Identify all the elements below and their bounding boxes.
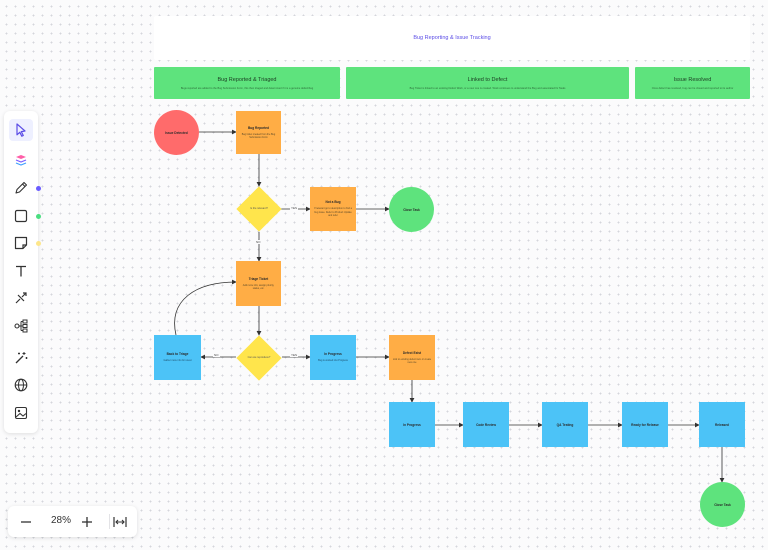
node-desc: Bug is worked into Progress	[318, 359, 348, 363]
magic-tool[interactable]	[9, 347, 33, 369]
decision-can-reproduce[interactable]: Can we reproduce?	[236, 335, 282, 381]
lane-desc: Bugs reported are added to the Bug Submi…	[180, 87, 314, 90]
node-title: Defect Exist	[402, 350, 422, 355]
node-desc: Link to existing defect item or create n…	[392, 357, 432, 364]
node-title: Back to Triage	[166, 352, 189, 357]
edge-label-no: NO	[255, 240, 262, 244]
node-code-review[interactable]: Code Review	[463, 402, 509, 447]
node-title: Close Task	[403, 207, 420, 212]
edge-back-to-triage	[174, 279, 237, 336]
node-title: Close Task	[714, 502, 731, 507]
zoom-in-button[interactable]	[78, 513, 96, 531]
pen-color-dot[interactable]	[36, 186, 41, 191]
ai-create-icon	[15, 155, 27, 166]
decision-text: Is the relevant?	[250, 207, 268, 211]
lane-desc: Bug Ticket is linked to an existing Defe…	[409, 87, 566, 90]
decision-is-relevant[interactable]: Is the relevant?	[236, 186, 282, 232]
zoom-level: 28%	[51, 515, 72, 526]
lane-desc: Once defect has resolved, bug can be clo…	[651, 87, 734, 90]
image-tool[interactable]	[9, 402, 33, 424]
plus-icon	[82, 517, 92, 527]
text-tool[interactable]	[9, 260, 33, 282]
zoom-out-button[interactable]	[17, 513, 35, 531]
edge-label-no: NO	[213, 353, 220, 357]
lane-bug-reported[interactable]: Bug Reported & Triaged Bugs reported are…	[154, 67, 340, 99]
shape-tool[interactable]	[9, 205, 33, 227]
sticky-note-icon	[14, 236, 28, 250]
left-toolbar	[4, 111, 38, 433]
image-icon	[14, 406, 28, 420]
pen-tool[interactable]	[9, 177, 33, 199]
text-icon	[16, 265, 26, 277]
node-bug-reported[interactable]: Bug Reported Bug ticket created from the…	[236, 111, 281, 154]
node-close-task-1[interactable]: Close Task	[389, 187, 434, 232]
board-title-banner[interactable]: Bug Reporting & Issue Tracking	[154, 16, 750, 60]
node-ready-for-release[interactable]: Ready for Release	[622, 402, 668, 447]
node-title: Bug Reported	[247, 125, 270, 130]
mindmap-icon	[14, 319, 28, 333]
node-released[interactable]: Released	[699, 402, 745, 447]
node-desc: Add more info, assign priority, status, …	[242, 283, 275, 290]
node-desc: If relevant go to description to find a …	[314, 207, 352, 218]
magic-icon	[15, 352, 28, 364]
node-in-progress-1[interactable]: In Progress Bug is worked into Progress	[310, 335, 356, 380]
node-title: In Progress	[403, 422, 421, 427]
node-issue-detected[interactable]: Issue Detected	[154, 110, 199, 155]
node-close-task-2[interactable]: Close Task	[700, 482, 745, 527]
shape-icon	[14, 209, 28, 223]
node-title: QA Testing	[556, 422, 574, 427]
zoom-divider	[109, 514, 110, 529]
web-embed-tool[interactable]	[9, 374, 33, 396]
select-tool[interactable]	[9, 119, 33, 141]
node-not-a-bug[interactable]: Not a Bug If relevant go to description …	[310, 187, 356, 231]
node-in-progress-2[interactable]: In Progress	[389, 402, 435, 447]
node-title: In Progress	[324, 352, 342, 357]
node-triage-ticket[interactable]: Triage Ticket Add more info, assign prio…	[236, 261, 281, 306]
globe-icon	[14, 378, 28, 392]
mindmap-tool[interactable]	[9, 315, 33, 337]
node-title: Not a Bug	[325, 200, 341, 205]
node-title: Triage Ticket	[248, 276, 269, 281]
node-defect-exist[interactable]: Defect Exist Link to existing defect ite…	[389, 335, 435, 380]
edge-label-yes: YES	[290, 353, 299, 357]
node-title: Issue Detected	[165, 130, 188, 135]
node-title: Code Review	[476, 422, 496, 427]
node-qa-testing[interactable]: QA Testing	[542, 402, 588, 447]
pen-icon	[15, 181, 28, 194]
fit-width-button[interactable]	[111, 513, 129, 531]
lane-title: Bug Reported & Triaged	[217, 77, 277, 83]
edge-label-yes: YES	[290, 206, 299, 210]
lane-title: Issue Resolved	[673, 77, 712, 83]
node-desc: Bug ticket created from the Bug Submissi…	[241, 132, 276, 139]
sticky-note-tool[interactable]	[9, 232, 33, 254]
node-desc: Gather more info for retest	[163, 359, 192, 363]
fit-width-icon	[113, 517, 127, 527]
minus-icon	[21, 521, 31, 523]
node-back-to-triage[interactable]: Back to Triage Gather more info for rete…	[154, 335, 201, 380]
sticky-color-dot[interactable]	[36, 241, 41, 246]
lane-linked-defect[interactable]: Linked to Defect Bug Ticket is linked to…	[346, 67, 629, 99]
select-icon	[16, 123, 26, 137]
ai-create-tool[interactable]	[9, 150, 33, 172]
zoom-controls: 28%	[8, 506, 137, 537]
lane-title: Linked to Defect	[467, 77, 508, 83]
node-title: Released	[715, 422, 729, 427]
shape-color-dot[interactable]	[36, 214, 41, 219]
board-title: Bug Reporting & Issue Tracking	[413, 35, 491, 41]
connector-tool[interactable]	[9, 287, 33, 309]
lane-issue-resolved[interactable]: Issue Resolved Once defect has resolved,…	[635, 67, 750, 99]
node-title: Ready for Release	[631, 422, 659, 427]
connector-icon	[15, 292, 27, 304]
decision-text: Can we reproduce?	[247, 356, 271, 360]
